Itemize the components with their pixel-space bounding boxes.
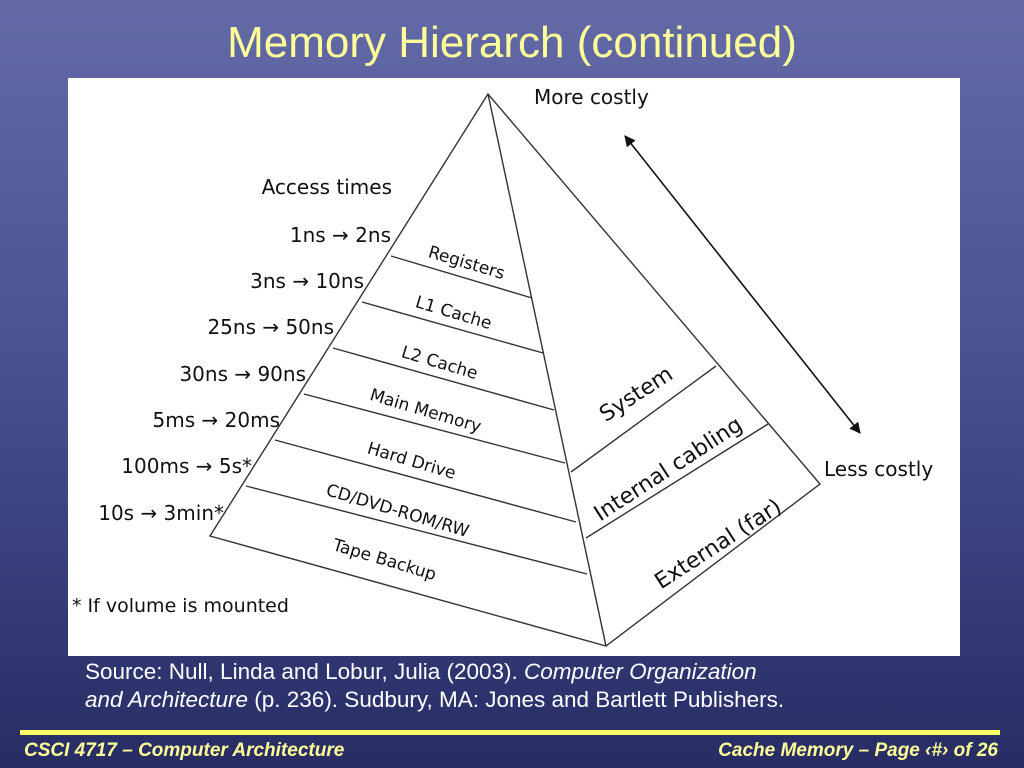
footer-rule xyxy=(20,730,1000,735)
pyramid-svg: More costly Less costly Access times 1ns… xyxy=(72,85,933,647)
access-time-6: 10s → 3min* xyxy=(98,501,224,525)
access-time-2: 25ns → 50ns xyxy=(207,315,334,339)
less-costly-label: Less costly xyxy=(824,457,933,481)
access-time-1: 3ns → 10ns xyxy=(250,269,364,293)
cost-arrow xyxy=(624,135,861,434)
access-time-5: 100ms → 5s* xyxy=(121,454,252,478)
more-costly-label: More costly xyxy=(534,85,649,109)
source-title-part1: Computer Organization xyxy=(524,659,757,684)
access-time-4: 5ms → 20ms xyxy=(153,408,280,432)
footnote: * If volume is mounted xyxy=(72,595,289,617)
slide-title: Memory Hierarch (continued) xyxy=(227,18,797,67)
level-main-memory: Main Memory xyxy=(367,385,483,437)
access-time-0: 1ns → 2ns xyxy=(290,223,391,247)
footer-page: Cache Memory – Page ‹#› of 26 xyxy=(718,740,998,761)
memory-pyramid-diagram: More costly Less costly Access times 1ns… xyxy=(68,78,960,656)
access-time-3: 30ns → 90ns xyxy=(179,362,306,386)
level-tape-backup: Tape Backup xyxy=(329,535,438,585)
source-citation-line2: and Architecture (p. 236). Sudbury, MA: … xyxy=(85,687,785,712)
group-internal-cabling: Internal cabling xyxy=(590,412,747,526)
footer-course: CSCI 4717 – Computer Architecture xyxy=(24,740,345,761)
level-dividers xyxy=(245,255,588,575)
source-title-part2: and Architecture xyxy=(85,687,249,712)
group-external: External (far) xyxy=(651,494,787,594)
access-times-heading: Access times xyxy=(262,175,392,199)
group-system: System xyxy=(595,362,677,428)
source-citation-line1: Source: Null, Linda and Lobur, Julia (20… xyxy=(85,659,757,684)
